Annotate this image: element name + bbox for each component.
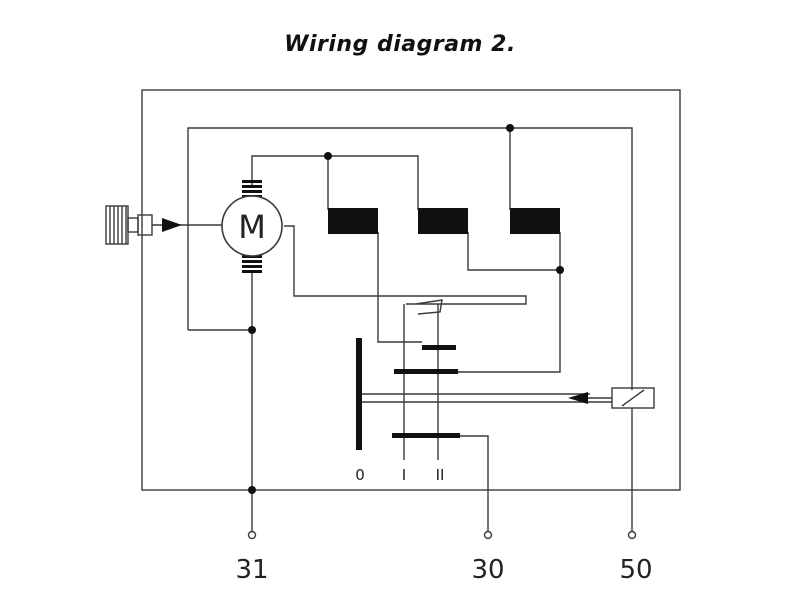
terminal-50-connector [627,530,637,540]
switch-position-ii: II [436,466,445,484]
terminal-31-label: 31 [235,555,268,585]
motor-circle [221,195,283,257]
junction-dot [556,266,564,274]
coil-1 [328,208,378,234]
switch-position-i: I [402,466,406,484]
coil-2-out-wire [467,232,560,271]
diagram-title: Wiring diagram 2. [284,32,516,57]
coil-3 [510,208,560,234]
terminal-50-label: 50 [619,555,652,585]
coil-3-out-wire [398,232,561,373]
contact-bar-2 [394,369,458,374]
contact-bar-3 [392,433,460,438]
motor-brush-wire [284,225,527,305]
relay-diagonal [621,389,645,407]
gear-teeth [109,206,127,244]
brush-bottom-3 [242,265,262,268]
coil-2 [418,208,468,234]
housing-frame [141,89,681,491]
shaft-coupler [127,217,139,233]
terminal-30-label: 30 [471,555,504,585]
switch-rod [362,393,612,403]
terminal-30-wire [458,435,489,532]
switch-common-bar [356,338,362,450]
junction-dot [248,486,256,494]
shaft-block [137,214,153,236]
motor: M [221,180,283,273]
coil-2-in-wire [328,155,419,210]
junction-dot [248,326,256,334]
relay-box [611,387,655,409]
cam-lever [415,299,443,315]
shaft-arrow-icon [162,218,182,232]
junction-dot [506,124,514,132]
motor-label: M [238,208,266,246]
brush-top-1 [242,180,262,183]
motor-top-wire [251,155,328,186]
coil-1-wire [327,156,422,343]
brush-bottom-4 [242,270,262,273]
switch-position-0: 0 [355,466,365,484]
terminal-30-connector [483,530,493,540]
rod-arrow-icon [568,392,588,404]
terminal-31-connector [247,530,257,540]
brush-bottom-2 [242,260,262,263]
gear-shaft [105,205,222,245]
junction-dot [324,152,332,160]
contact-bar-1 [422,345,456,350]
brush-top-3 [242,190,262,193]
supply-loop-wire [187,127,633,390]
brush-top-2 [242,185,262,188]
